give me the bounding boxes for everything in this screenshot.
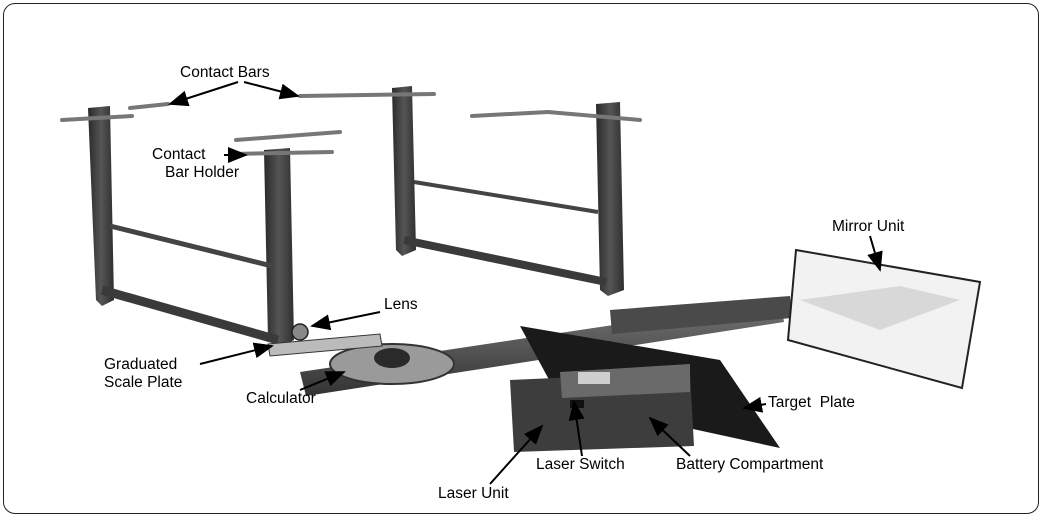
label-contact-bar-holder-line1: Contact [152, 146, 206, 163]
label-calculator: Calculator [246, 390, 316, 407]
label-contact-bar-holder-line2: Bar Holder [165, 164, 240, 181]
label-arrows [168, 81, 883, 485]
label-target-plate: Target Plate [768, 394, 856, 411]
label-contact-bar-holder: Contact Bar Holder [152, 146, 239, 182]
label-mirror-unit: Mirror Unit [832, 218, 905, 235]
label-contact-bars: Contact Bars [180, 64, 270, 81]
label-graduated-line2: Scale Plate [104, 374, 183, 391]
contact-bars [60, 92, 642, 156]
label-laser-switch: Laser Switch [536, 456, 625, 473]
label-graduated-scale-plate: Graduated Scale Plate [104, 356, 182, 392]
mirror-unit [786, 248, 982, 390]
left-frame [88, 106, 294, 348]
calculator-dial [329, 343, 455, 385]
laser-housing [510, 364, 694, 452]
label-lens: Lens [384, 296, 418, 313]
label-laser-unit: Laser Unit [438, 485, 509, 502]
label-graduated-line1: Graduated [104, 356, 178, 373]
right-frame [392, 86, 624, 296]
label-battery-compartment: Battery Compartment [676, 456, 824, 473]
